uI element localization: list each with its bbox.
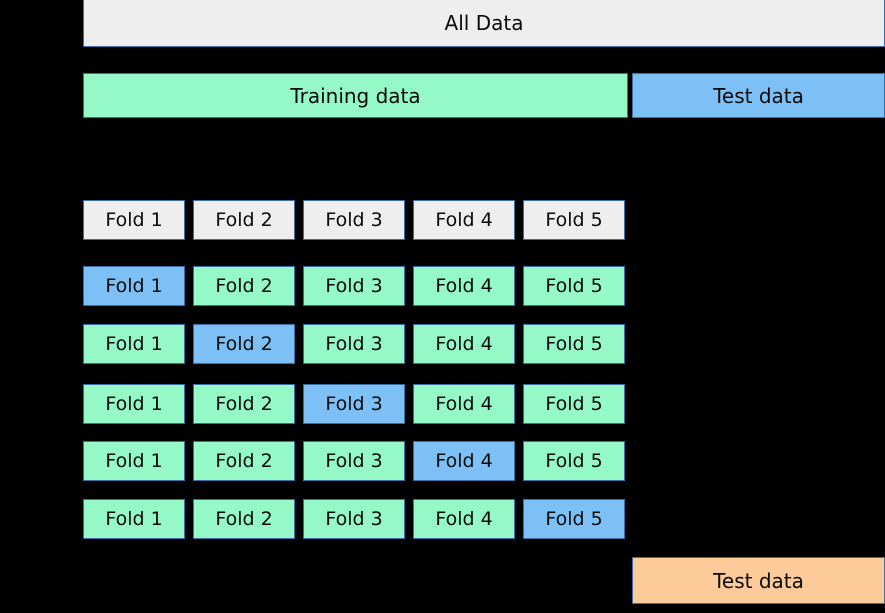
fold-cell-1-train: Fold 1 [83,324,185,364]
fold-cell-2-train: Fold 2 [193,384,295,424]
fold-cell-5-neutral: Fold 5 [523,200,625,240]
fold-cell-3-train: Fold 3 [303,266,405,306]
fold-cell-5-train: Fold 5 [523,324,625,364]
fold-cell-5-train: Fold 5 [523,441,625,481]
test-data-bar-bottom: Test data [632,557,885,604]
test-data-bar-top: Test data [632,73,885,118]
fold-cell-3-train: Fold 3 [303,441,405,481]
fold-cell-3-neutral: Fold 3 [303,200,405,240]
fold-cell-1-train: Fold 1 [83,441,185,481]
fold-cell-4-valid: Fold 4 [413,441,515,481]
fold-cell-2-train: Fold 2 [193,266,295,306]
fold-cell-2-neutral: Fold 2 [193,200,295,240]
fold-cell-5-train: Fold 5 [523,266,625,306]
fold-cell-2-train: Fold 2 [193,499,295,539]
fold-cell-1-neutral: Fold 1 [83,200,185,240]
fold-cell-1-valid: Fold 1 [83,266,185,306]
fold-cell-5-valid: Fold 5 [523,499,625,539]
fold-cell-3-train: Fold 3 [303,499,405,539]
fold-cell-3-valid: Fold 3 [303,384,405,424]
fold-cell-5-train: Fold 5 [523,384,625,424]
fold-cell-3-train: Fold 3 [303,324,405,364]
fold-cell-1-train: Fold 1 [83,384,185,424]
fold-cell-4-train: Fold 4 [413,384,515,424]
training-data-bar: Training data [83,73,628,118]
fold-cell-4-train: Fold 4 [413,324,515,364]
fold-cell-4-train: Fold 4 [413,266,515,306]
fold-cell-2-train: Fold 2 [193,441,295,481]
fold-cell-1-train: Fold 1 [83,499,185,539]
fold-cell-4-neutral: Fold 4 [413,200,515,240]
fold-cell-2-valid: Fold 2 [193,324,295,364]
all-data-bar: All Data [83,0,885,47]
fold-cell-4-train: Fold 4 [413,499,515,539]
